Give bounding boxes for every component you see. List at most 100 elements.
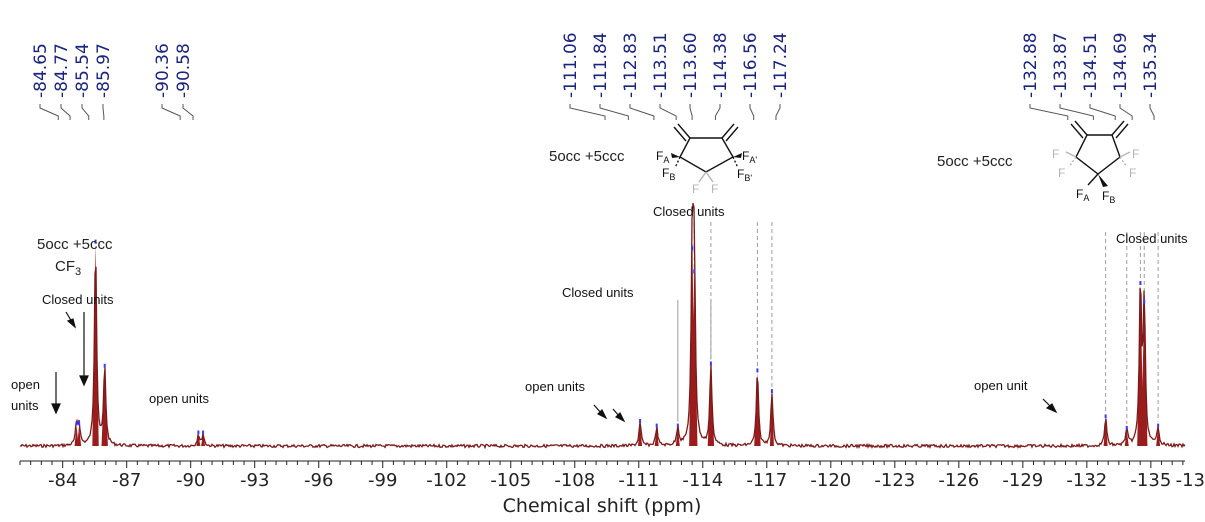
- structure-1-fap-sub: A': [749, 155, 757, 165]
- structure-1-ring: [679, 137, 734, 173]
- spectrum-peak: [675, 427, 680, 446]
- peak-label: -113.51: [651, 32, 671, 98]
- spectrum-peak: [707, 365, 715, 446]
- structure-2-label-f1: F: [1052, 147, 1059, 161]
- annotation-cf3-title-line1: 5occ +5ccc: [37, 236, 113, 253]
- x-tick-label: -99: [368, 470, 397, 491]
- peak-label: -111.06: [561, 32, 581, 98]
- x-tick-label: -108: [554, 470, 595, 491]
- structure-2-fb-letter: F: [1102, 189, 1109, 203]
- structure-1-label-f2: F: [711, 182, 718, 196]
- peak-label: -113.60: [681, 32, 701, 98]
- structure-2-bond-f4: [1119, 156, 1128, 168]
- x-tick-label: -13: [1176, 470, 1205, 491]
- peak-label-bracket: [1089, 104, 1116, 120]
- spectrum-peak: [101, 367, 108, 446]
- structure-1-fb-sub: B: [669, 172, 675, 182]
- peak-label: -85.97: [94, 43, 114, 98]
- peak-label-bracket: [1059, 104, 1094, 120]
- annotation-cf3-subscript: 3: [75, 266, 81, 278]
- x-tick-label: -111: [618, 470, 659, 491]
- spectrum-peak: [691, 273, 698, 446]
- spectrum-peak: [754, 372, 761, 446]
- annotation-g4-closed-units: Closed units: [1116, 231, 1188, 246]
- peak-label-bracket: [599, 104, 629, 120]
- peak-label-bracket: [569, 104, 606, 120]
- spectrum-peak: [1141, 303, 1148, 446]
- structure-2-bond-f1: [1065, 151, 1077, 158]
- structure-2-fa-sub: A: [1083, 193, 1089, 203]
- peak-label: -85.54: [73, 43, 93, 98]
- peak-marker-layer: [75, 239, 1160, 435]
- structure-diagram-1: FA FB FA' FB' F F: [656, 123, 757, 196]
- x-tick-label: -90: [176, 470, 205, 491]
- structure-1-label-fbp: FB': [737, 167, 752, 183]
- structure-2-exo-bond-2b: [1115, 123, 1129, 139]
- structure-1-label-fap: FA': [742, 149, 757, 165]
- structure-2-label-f2: F: [1058, 166, 1065, 180]
- x-tick-label: -105: [490, 470, 531, 491]
- x-tick-label: -102: [426, 470, 467, 491]
- structure-2-fb-sub: B: [1109, 195, 1115, 205]
- arrow-g3-open-a-head: [596, 408, 608, 420]
- structure-1-fbp-sub: B': [744, 173, 752, 183]
- spectrum-peak: [769, 393, 774, 446]
- peak-label-bracket: [659, 104, 677, 120]
- annotation-cf3-cf: CF: [55, 258, 75, 275]
- arrow-g4-open-head: [1045, 403, 1058, 414]
- peak-layer: [74, 243, 1161, 446]
- peak-label: -116.56: [741, 32, 761, 98]
- structure-1-exo-bond-1b: [673, 126, 687, 142]
- peak-label: -134.51: [1081, 32, 1101, 98]
- annotation-g1-open-line1: open: [11, 377, 40, 392]
- structure-1-exo-bond-2a: [721, 123, 735, 139]
- x-axis-title: Chemical shift (ppm): [503, 495, 702, 517]
- peak-label: -117.24: [771, 32, 791, 98]
- structure-1-bond-fb: [674, 156, 681, 169]
- peak-label-bracket: [1149, 104, 1155, 120]
- structure-1-bond-f2: [705, 171, 714, 183]
- x-tick-label: -126: [938, 470, 979, 491]
- structure-2-label-f3: F: [1132, 147, 1139, 161]
- spectrum-peak: [77, 425, 82, 446]
- spectrum-peak: [1103, 418, 1108, 446]
- spectrum-line: [19, 202, 1186, 450]
- structure-1-wedge-fa: [671, 153, 680, 158]
- annotation-g4-open-unit: open unit: [974, 378, 1028, 393]
- x-tick-layer: -84-87-90-93-96-99-102-105-108-111-114-1…: [19, 461, 1205, 491]
- structure-2-label-fb: FB: [1102, 189, 1115, 205]
- arrow-g3-open-b-head: [614, 411, 626, 423]
- arrow-g1-closed-b-head: [79, 375, 89, 387]
- structure-1-fap-letter: F: [742, 149, 749, 163]
- structure-diagram-2: F F F F FA FB: [1052, 120, 1139, 205]
- peak-label: -114.38: [711, 32, 731, 98]
- peak-label-bracket: [689, 104, 693, 120]
- bracket-layer: [39, 104, 1155, 120]
- structure-2-label-fa: FA: [1076, 187, 1089, 203]
- peak-label-bracket: [182, 104, 194, 120]
- structure-1-wedge-fap: [733, 153, 742, 158]
- annotation-g2-open-units: open units: [149, 391, 209, 406]
- peak-label: -112.83: [621, 32, 641, 98]
- spectrum-peak: [92, 243, 99, 446]
- structure-1-exo-bond-1a: [677, 123, 691, 139]
- structure-1-fa-letter: F: [656, 149, 663, 163]
- structure-1-label-fb: FB: [662, 166, 675, 182]
- structure-1-bond-f1: [698, 171, 707, 183]
- spectrum-peak: [196, 434, 201, 446]
- spectrum-peak: [1156, 427, 1161, 446]
- peak-label-bracket: [161, 104, 181, 120]
- spectrum-peak: [201, 434, 206, 446]
- spectrum-peak: [74, 425, 79, 446]
- structure-2-bond-f3: [1119, 151, 1131, 158]
- structure-1-label-fa: FA: [656, 149, 669, 165]
- annotation-g1-closed-units: Closed units: [42, 292, 114, 307]
- structure-2-fa-letter: F: [1076, 187, 1083, 201]
- peak-label: -133.87: [1051, 32, 1071, 98]
- annotation-g3-structure-label: 5occ +5ccc: [549, 148, 625, 165]
- structure-2-exo-bond-1b: [1070, 123, 1084, 139]
- peak-label: -84.65: [31, 43, 51, 98]
- structure-2-bond-fa: [1087, 173, 1099, 186]
- structure-1-exo-bond-2b: [725, 126, 739, 142]
